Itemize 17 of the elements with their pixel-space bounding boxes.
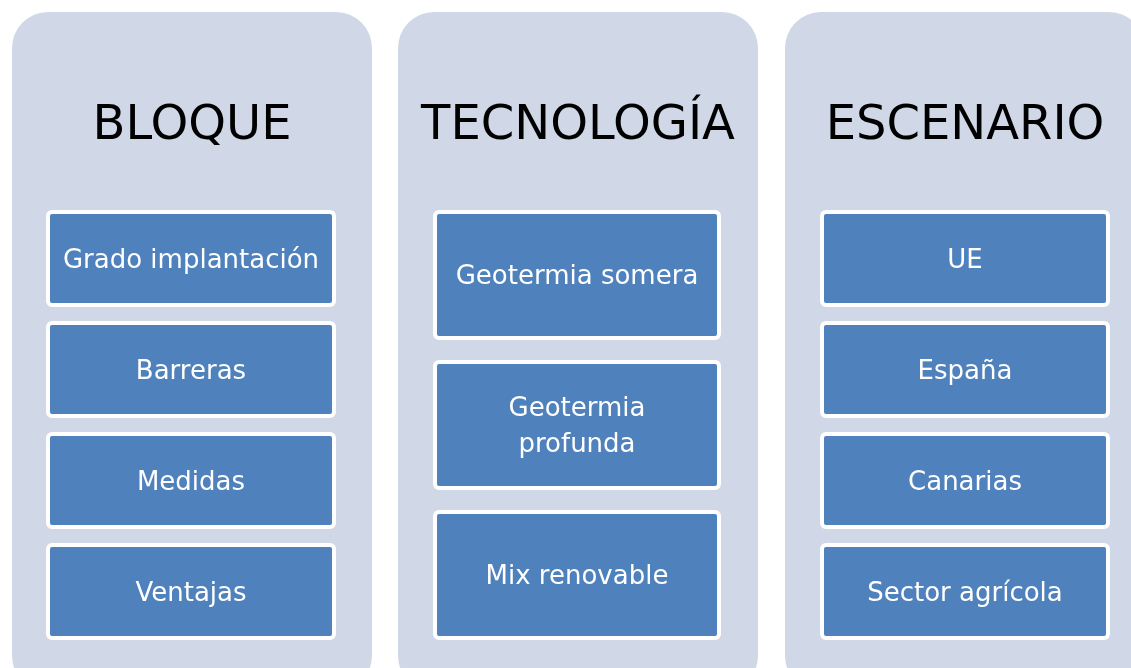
column-heading: ESCENARIO bbox=[824, 93, 1106, 152]
column-panel bbox=[398, 12, 758, 668]
column-panel bbox=[785, 12, 1131, 668]
item-box: Geotermia profunda bbox=[433, 360, 721, 490]
item-box: Barreras bbox=[46, 321, 336, 418]
item-box: Grado implantación bbox=[46, 210, 336, 307]
column-heading: TECNOLOGÍA bbox=[420, 93, 736, 152]
item-box: Sector agrícola bbox=[820, 543, 1110, 640]
item-box: Canarias bbox=[820, 432, 1110, 529]
item-box: Mix renovable bbox=[433, 510, 721, 640]
item-box: España bbox=[820, 321, 1110, 418]
column-panel bbox=[12, 12, 372, 668]
item-box: Ventajas bbox=[46, 543, 336, 640]
item-box: UE bbox=[820, 210, 1110, 307]
column-heading: BLOQUE bbox=[91, 93, 293, 152]
item-box: Geotermia somera bbox=[433, 210, 721, 340]
item-box: Medidas bbox=[46, 432, 336, 529]
